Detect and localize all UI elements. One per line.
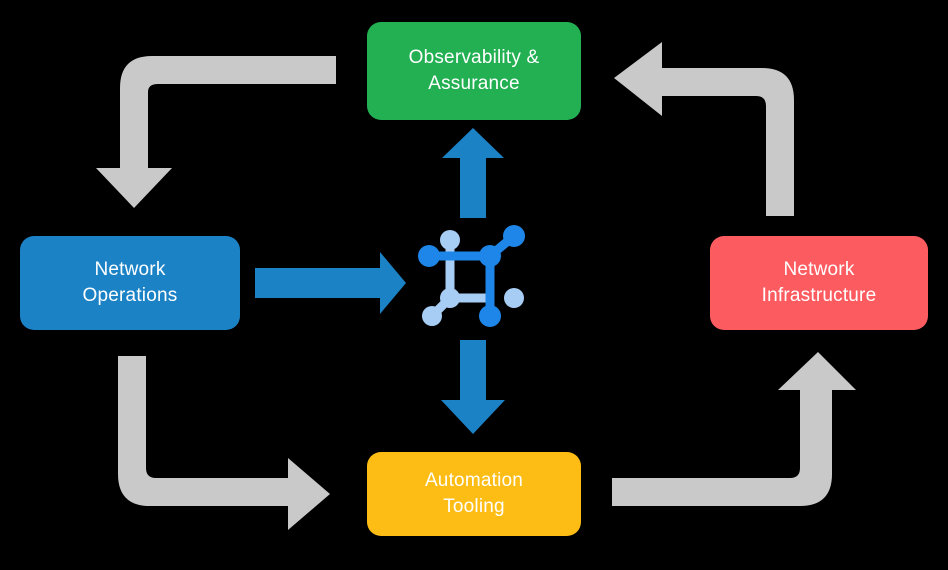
center-arrow-operations-to-center — [255, 252, 406, 314]
node-label-automation: Automation Tooling — [424, 470, 524, 517]
node-box-observability[interactable]: Observability & Assurance — [367, 22, 581, 120]
node-box-operations[interactable]: Network Operations — [20, 236, 240, 330]
cycle-arrow-infrastructure-to-observability — [614, 42, 794, 216]
cycle-arrow-automation-to-infrastructure — [612, 352, 856, 506]
node-box-automation[interactable]: Automation Tooling — [367, 452, 581, 536]
network-mesh-icon — [418, 225, 525, 327]
cycle-arrow-observability-to-operations — [96, 56, 336, 208]
center-arrow-center-to-automation — [441, 340, 505, 434]
node-box-infrastructure[interactable]: Network Infrastructure — [710, 236, 928, 330]
cycle-arrow-operations-to-automation — [118, 356, 330, 530]
node-label-observability: Observability & Assurance — [408, 47, 540, 94]
center-arrow-center-to-observability — [442, 128, 504, 218]
node-label-operations: Network Operations — [82, 259, 178, 306]
node-label-infrastructure: Network Infrastructure — [761, 259, 877, 306]
